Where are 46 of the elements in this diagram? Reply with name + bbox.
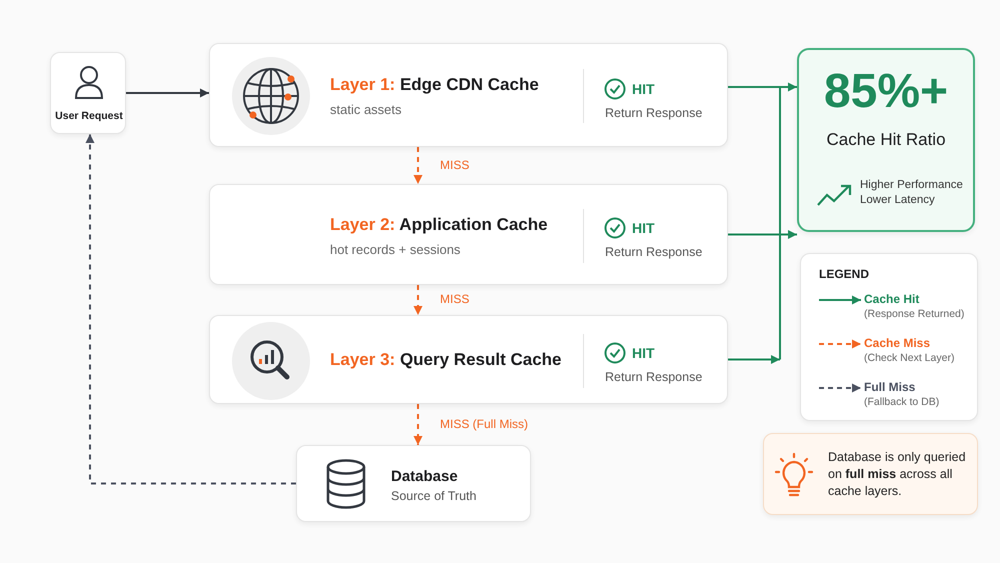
stat-card	[797, 48, 975, 232]
legend-label: Cache Miss	[864, 336, 930, 350]
dashed-arrow	[414, 404, 422, 445]
stat-value: 85%+	[822, 64, 950, 119]
hit-action: Return Response	[605, 245, 702, 259]
hit-status: HIT	[632, 220, 655, 236]
node-subtitle: Source of Truth	[391, 489, 476, 503]
stat-caption: Cache Hit Ratio	[825, 130, 947, 150]
dashed-arrow	[414, 147, 422, 184]
hit-status: HIT	[632, 345, 655, 361]
hit-status: HIT	[632, 81, 655, 97]
layer-number: Layer 1:	[330, 75, 396, 94]
dashed-arrow	[414, 285, 422, 315]
edge-label: MISS	[438, 158, 472, 172]
layer-number: Layer 2:	[330, 214, 396, 234]
arrow	[728, 230, 797, 239]
layer-description: hot records + sessions	[330, 242, 460, 256]
legend-description: (Response Returned)	[864, 308, 964, 320]
user-card	[50, 52, 126, 134]
dashed-arrow	[86, 134, 296, 484]
hit-action: Return Response	[605, 370, 702, 384]
layer-name: Edge CDN Cache	[400, 75, 539, 94]
node-title: Database	[391, 468, 458, 485]
database-card	[296, 445, 531, 522]
layer-description: static assets	[330, 102, 402, 117]
layer-name: Application Cache	[399, 214, 548, 234]
cache-layer-card	[209, 43, 728, 147]
layer-name: Query Result Cache	[400, 350, 562, 368]
arrow	[728, 82, 797, 92]
cache-layer-card	[209, 315, 728, 404]
edge-label: MISS (Full Miss)	[438, 416, 530, 430]
hit-action: Return Response	[605, 106, 702, 120]
node-label: User Request	[54, 110, 124, 122]
arrow	[728, 355, 780, 364]
legend-description: (Check Next Layer)	[864, 352, 954, 364]
legend-label: Cache Hit	[864, 292, 920, 306]
legend-description: (Fallback to DB)	[864, 396, 940, 408]
stat-note: Higher Performance Lower Latency	[860, 178, 964, 208]
layer-number: Layer 3:	[330, 350, 396, 368]
cache-layer-card	[209, 184, 728, 285]
arrow	[126, 88, 209, 98]
tip-text: Database is only queried on full miss across all cache layers.	[828, 449, 967, 500]
tip-card	[763, 433, 978, 515]
edge-label: MISS	[438, 292, 472, 306]
legend-label: Full Miss	[864, 380, 916, 394]
legend-title: LEGEND	[819, 267, 870, 281]
